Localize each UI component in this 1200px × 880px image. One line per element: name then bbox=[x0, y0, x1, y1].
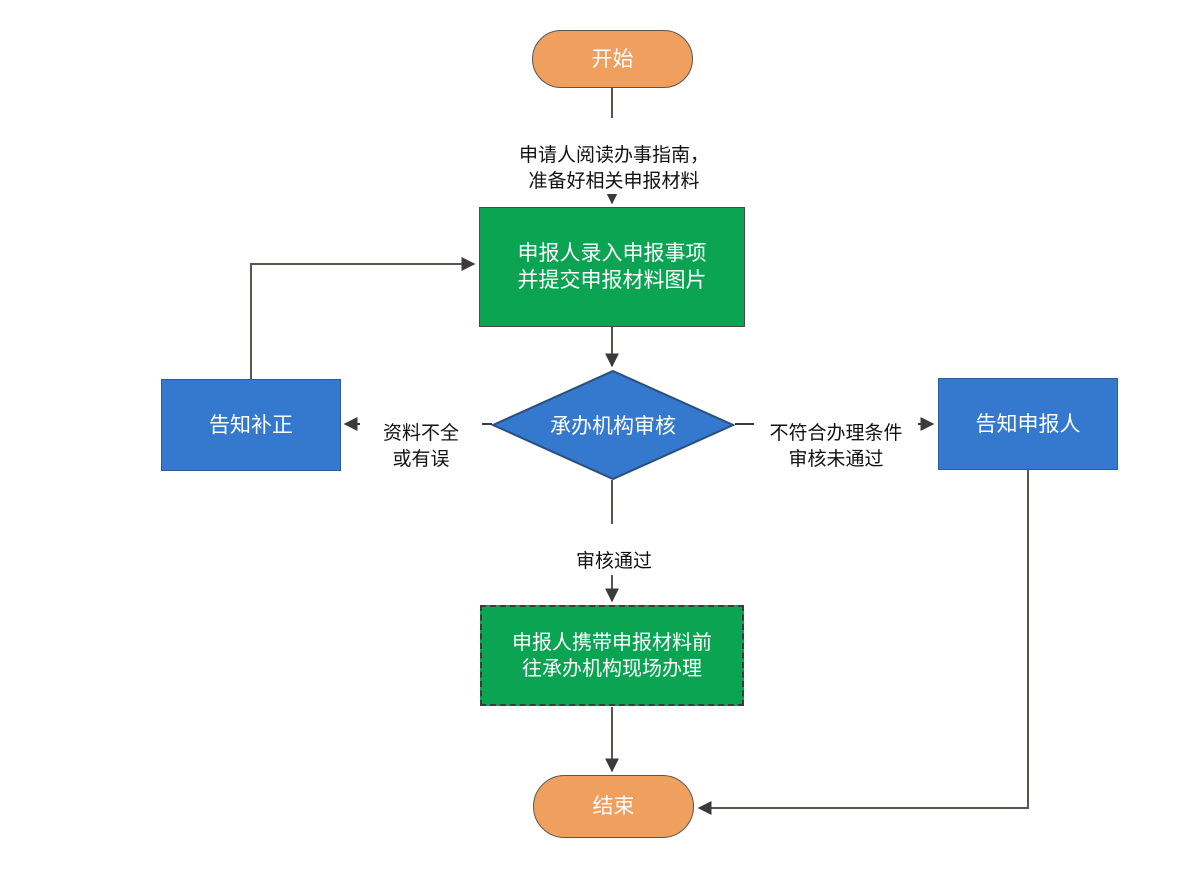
node-review-decision-label: 承办机构审核 bbox=[550, 414, 676, 438]
edge-label-review-to-notify-applicant: 不符合办理条件 审核未通过 bbox=[754, 396, 918, 473]
node-submit-application-label: 申报人录入申报事项 并提交申报材料图片 bbox=[517, 241, 707, 292]
node-notify-applicant-label: 告知申报人 bbox=[975, 411, 1081, 436]
edge-label-text: 审核通过 bbox=[575, 550, 652, 573]
edge-label-text: 资料不全 或有误 bbox=[382, 422, 459, 470]
node-start[interactable]: 开始 bbox=[532, 30, 693, 88]
node-submit-application[interactable]: 申报人录入申报事项 并提交申报材料图片 bbox=[479, 207, 745, 327]
connector-correction-to-submit bbox=[250, 257, 476, 379]
node-onsite-processing-label: 申报人携带申报材料前 往承办机构现场办理 bbox=[512, 629, 712, 680]
node-onsite-processing[interactable]: 申报人携带申报材料前 往承办机构现场办理 bbox=[480, 605, 744, 706]
node-review-decision[interactable]: 承办机构审核 bbox=[491, 369, 735, 481]
edge-label-text: 不符合办理条件 审核未通过 bbox=[769, 422, 903, 470]
edge-label-text: 申请人阅读办事指南， 准备好相关申报材料 bbox=[518, 144, 709, 192]
node-notify-correction[interactable]: 告知补正 bbox=[161, 379, 341, 471]
diamond-shape bbox=[491, 369, 735, 481]
node-start-label: 开始 bbox=[591, 46, 634, 71]
edge-label-start-to-submit: 申请人阅读办事指南， 准备好相关申报材料 bbox=[492, 118, 736, 195]
node-end-label: 结束 bbox=[592, 794, 635, 819]
node-end[interactable]: 结束 bbox=[533, 775, 694, 838]
connector-notify-applicant-to-end bbox=[697, 470, 1029, 815]
node-notify-applicant[interactable]: 告知申报人 bbox=[938, 378, 1118, 470]
edge-label-review-to-onsite: 审核通过 bbox=[552, 524, 676, 575]
node-notify-correction-label: 告知补正 bbox=[209, 412, 293, 437]
edge-label-review-to-correction: 资料不全 或有误 bbox=[360, 396, 482, 473]
